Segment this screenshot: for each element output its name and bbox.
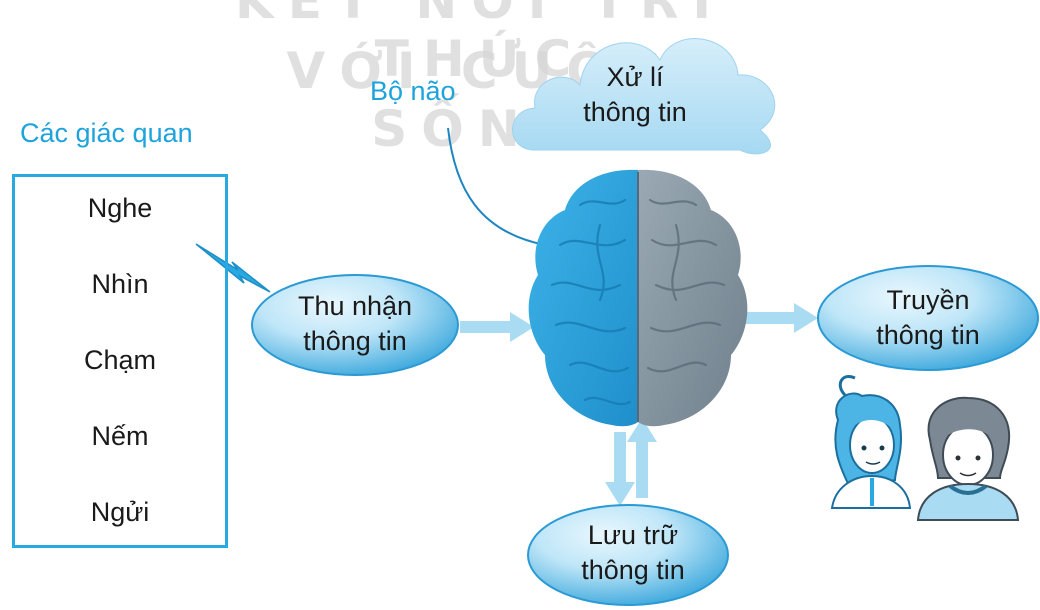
watermark-line-1: KẾT NỐI TRI THỨC bbox=[235, 0, 725, 88]
lightning-connector-icon bbox=[195, 243, 271, 293]
arrow-brain-to-transmit bbox=[742, 303, 818, 333]
cloud-icon bbox=[512, 38, 776, 155]
senses-title: Các giác quan bbox=[20, 118, 193, 148]
receive-bubble bbox=[251, 274, 459, 376]
brain-pointer-line bbox=[447, 127, 546, 246]
store-line-1: Lưu trữ bbox=[587, 520, 679, 550]
arrow-store-to-brain bbox=[627, 418, 657, 498]
store-bubble bbox=[527, 504, 729, 606]
receive-line-2: thông tin bbox=[303, 326, 407, 356]
sense-smell: Ngửi bbox=[90, 497, 150, 527]
process-node: Xử lí thông tin bbox=[560, 60, 710, 130]
sense-taste: Nếm bbox=[91, 421, 149, 451]
store-line-2: thông tin bbox=[581, 555, 685, 585]
store-node: Lưu trữ thông tin bbox=[558, 518, 708, 588]
arrow-receive-to-brain bbox=[460, 312, 534, 342]
transmit-bubble bbox=[817, 265, 1039, 371]
sense-sight: Nhìn bbox=[91, 269, 149, 299]
sense-touch: Chạm bbox=[83, 345, 157, 375]
senses-box: Nghe Nhìn Chạm Nếm Ngửi bbox=[12, 174, 228, 548]
process-line-1: Xử lí bbox=[606, 62, 664, 92]
receive-node: Thu nhận thông tin bbox=[280, 289, 430, 359]
arrow-brain-to-store bbox=[605, 432, 635, 506]
sense-hearing: Nghe bbox=[87, 193, 153, 223]
brain-label: Bộ não bbox=[370, 76, 456, 106]
brain-icon bbox=[528, 169, 748, 427]
process-line-2: thông tin bbox=[583, 97, 687, 127]
girl-icon bbox=[830, 375, 912, 509]
transmit-line-1: Truyền bbox=[886, 285, 970, 315]
woman-icon bbox=[916, 396, 1020, 521]
receive-line-1: Thu nhận bbox=[297, 291, 413, 321]
transmit-node: Truyền thông tin bbox=[853, 283, 1003, 353]
transmit-line-2: thông tin bbox=[876, 320, 980, 350]
